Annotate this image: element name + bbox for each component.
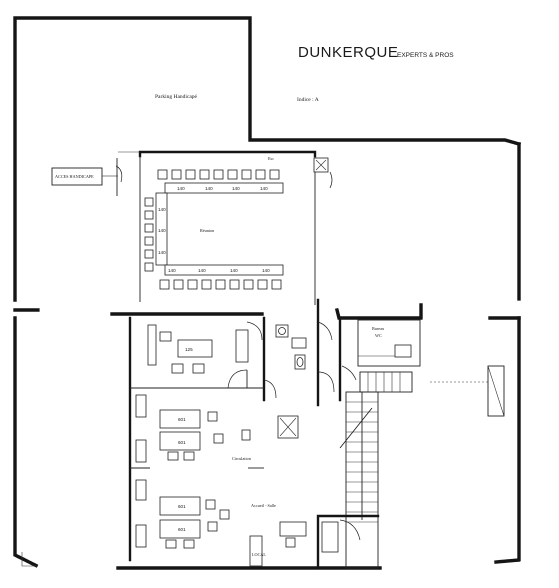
plan-title: DUNKERQUE <box>298 44 398 61</box>
desk-code: 140 <box>168 268 176 273</box>
indice-label: Indice : A <box>297 97 319 103</box>
meeting-room-label: Réunion <box>200 228 215 233</box>
conference-table-left <box>155 192 168 266</box>
meeting-room-wall <box>138 150 317 158</box>
desk-code: 140 <box>198 268 206 273</box>
interior-walls <box>13 298 521 562</box>
desk-code: 140 <box>158 250 166 255</box>
chairs-top <box>157 169 280 180</box>
meeting-room: 140 140 140 140 140 140 140 140 140 140 … <box>118 150 333 305</box>
desk-code: 601 <box>178 440 186 445</box>
left-wall-lower <box>13 316 40 569</box>
access-callout: ACCES HANDICAPE <box>51 158 123 196</box>
access-label: ACCES HANDICAPE <box>55 174 94 179</box>
outer-walls <box>13 16 522 570</box>
corner-marker <box>21 552 38 567</box>
accueil-label: Accueil - Salle <box>251 503 276 508</box>
desk-code: 601 <box>178 504 186 509</box>
office-b: 601 601 <box>135 394 251 463</box>
desk-code: 125 <box>185 347 193 352</box>
parking-wall <box>13 16 522 302</box>
desk-code: 140 <box>230 268 238 273</box>
office-a: 125 <box>147 321 263 389</box>
staircase <box>339 371 413 569</box>
parking-label: Parking Handicapé <box>155 94 198 100</box>
right-exterior <box>430 365 505 417</box>
bottom-right-room <box>316 514 380 570</box>
circulation-label: Circulation <box>232 456 252 461</box>
desk-code: 601 <box>178 527 186 532</box>
desk-office-a <box>177 339 213 358</box>
conference-table-top <box>164 182 284 194</box>
desk-code: 140 <box>232 186 240 191</box>
bureau-right-label: Bureau <box>372 326 385 331</box>
right-wall-lower <box>494 316 521 564</box>
plan-subtitle: EXPERTS & PROS <box>397 52 454 59</box>
local-box <box>249 535 263 567</box>
desk-code: 140 <box>177 186 185 191</box>
desk-code: 140 <box>260 186 268 191</box>
desk-code: 140 <box>262 268 270 273</box>
desk-code: 140 <box>158 228 166 233</box>
right-small-rooms: Bureau WC <box>341 319 421 381</box>
desk-code: 140 <box>205 186 213 191</box>
sanitary-block <box>263 321 335 439</box>
chairs-left <box>144 197 154 272</box>
stair-top-label: Esc <box>268 156 274 161</box>
conference-table-bottom <box>164 264 284 276</box>
office-c: 601 601 Accueil - Salle LOCAL <box>135 479 307 567</box>
access-box <box>51 167 103 186</box>
desk-code: 140 <box>158 207 166 212</box>
local-label: LOCAL <box>252 552 266 557</box>
chairs-bottom <box>159 279 282 290</box>
desk-code: 601 <box>178 417 186 422</box>
wc-right-label: WC <box>375 333 382 338</box>
